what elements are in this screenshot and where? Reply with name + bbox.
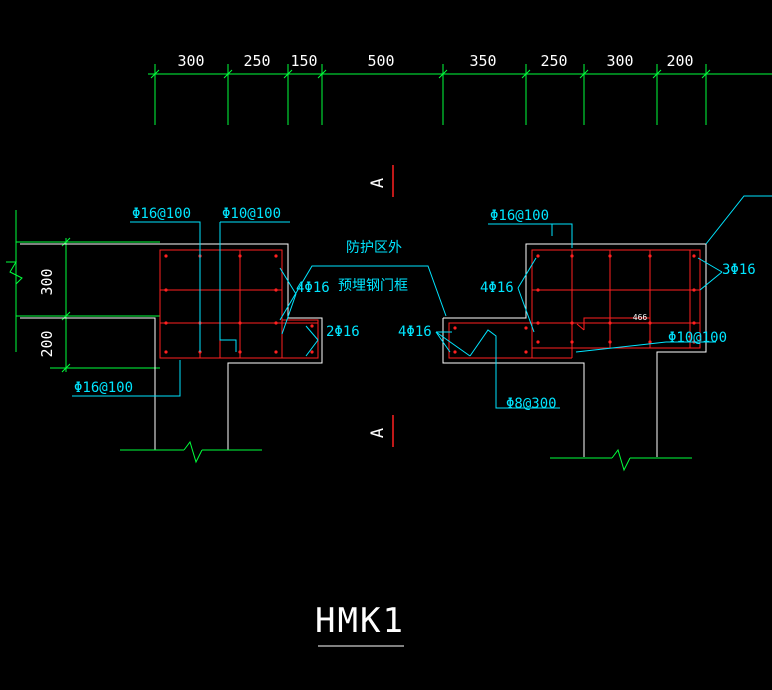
- dim-top-3: 150: [290, 52, 317, 70]
- section-label-top: A: [368, 178, 388, 188]
- dim-top-5: 350: [469, 52, 496, 70]
- right-small-dim: 466: [633, 313, 648, 322]
- right-wall-outline: [442, 243, 707, 472]
- callout-left-phi16-top: Φ16@100: [132, 206, 191, 222]
- callout-left-4phi16: 4Φ16: [296, 280, 330, 296]
- note-line-1: 防护区外: [346, 240, 402, 256]
- note-line-2: 预埋钢门框: [338, 278, 408, 294]
- dim-top-4: 500: [367, 52, 394, 70]
- section-label-bottom: A: [368, 428, 388, 438]
- section-mark-top: A: [368, 165, 394, 197]
- dim-top-1: 300: [177, 52, 204, 70]
- drawing-title-text: HMK1: [315, 601, 405, 641]
- left-leaders: [72, 221, 319, 397]
- callout-right-3phi16: 3Φ16: [722, 262, 756, 278]
- callout-right-phi10: Φ10@100: [668, 330, 727, 346]
- left-rebar-cage: [159, 249, 319, 359]
- dim-left-300: 300: [38, 268, 56, 295]
- left-wall-outline: [20, 243, 323, 464]
- callout-left-phi16-bottom: Φ16@100: [74, 380, 133, 396]
- callout-right-4phi16-mid: 4Φ16: [398, 324, 432, 340]
- left-dimension-chain: 300 200: [6, 210, 160, 373]
- right-leaders: [435, 195, 772, 409]
- callout-right-phi8: Φ8@300: [506, 396, 557, 412]
- right-rebar-cage: 466: [448, 249, 701, 359]
- callout-labels: Φ16@100 Φ10@100 Φ16@100 4Φ16 2Φ16 Φ16@10…: [74, 206, 756, 412]
- dim-left-200: 200: [38, 330, 56, 357]
- dim-top-8: 200: [666, 52, 693, 70]
- dim-top-6: 250: [540, 52, 567, 70]
- callout-left-2phi16: 2Φ16: [326, 324, 360, 340]
- callout-left-phi10: Φ10@100: [222, 206, 281, 222]
- callout-right-4phi16-top: 4Φ16: [480, 280, 514, 296]
- callout-right-phi16-top: Φ16@100: [490, 208, 549, 224]
- drawing-title: HMK1: [315, 601, 405, 647]
- center-note-leader: [279, 265, 447, 321]
- top-dimension-chain: 300 250 150 500 350 250 300 200: [148, 52, 772, 125]
- dim-top-2: 250: [243, 52, 270, 70]
- dim-top-7: 300: [606, 52, 633, 70]
- section-mark-bottom: A: [368, 415, 394, 447]
